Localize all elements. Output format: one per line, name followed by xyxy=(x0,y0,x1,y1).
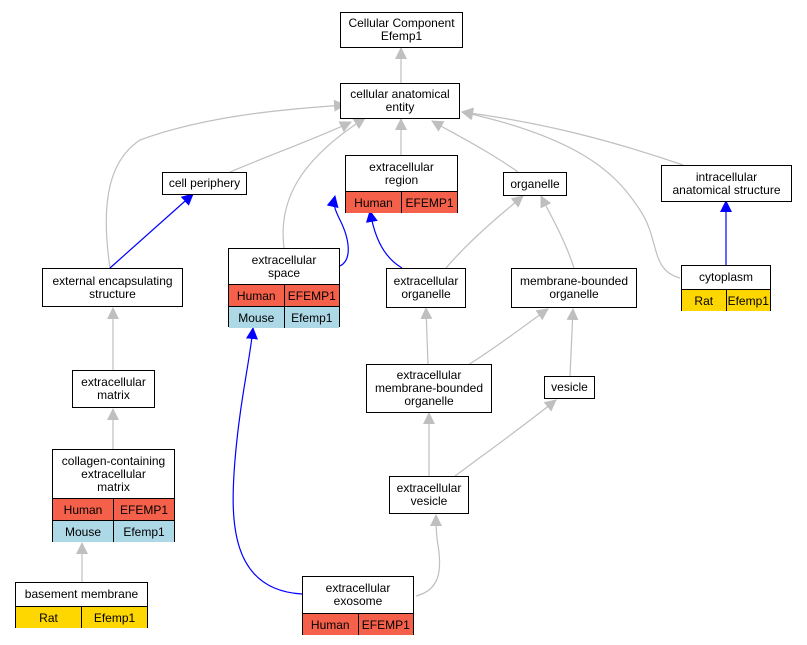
edge-cellperiphery-to-cae xyxy=(229,121,352,173)
gene-label: Efemp1 xyxy=(113,521,174,542)
species-label: Mouse xyxy=(238,310,275,325)
node-label: extracellular xyxy=(81,466,146,481)
edge-exosome-to-exspace xyxy=(232,327,303,595)
node-label: vesicle xyxy=(410,494,448,508)
node-label: extracellular xyxy=(251,252,317,267)
edge-exspace-to-cae xyxy=(282,117,366,249)
node-label: exosome xyxy=(333,594,383,608)
species-row-mouse: Mouse Efemp1 xyxy=(53,520,174,542)
species-row-rat: Rat Efemp1 xyxy=(682,289,770,311)
species-label: Human xyxy=(236,288,276,303)
edge-exvesicle-to-vesicle xyxy=(454,399,557,477)
edge-embo-to-mbo xyxy=(467,308,549,366)
species-row-rat: Rat Efemp1 xyxy=(16,606,147,628)
node-organelle[interactable]: organelle xyxy=(503,172,567,196)
gene-label: Efemp1 xyxy=(725,290,771,311)
node-label: Efemp1 xyxy=(380,29,423,43)
node-label: matrix xyxy=(97,479,130,494)
node-label: organelle xyxy=(404,394,454,408)
gene-label: EFEMP1 xyxy=(357,614,414,635)
species-label: Rat xyxy=(39,610,58,625)
node-label: basement membrane xyxy=(24,587,139,601)
node-label: external encapsulating xyxy=(52,273,173,288)
node-label: extracellular xyxy=(325,581,391,595)
species-label: Human xyxy=(63,502,103,517)
node-label: extracellular xyxy=(369,159,434,174)
node-label: organelle xyxy=(510,176,560,191)
node-cytoplasm[interactable]: cytoplasm Rat Efemp1 xyxy=(681,265,771,311)
node-label: cellular anatomical xyxy=(350,87,450,101)
edge-ees-to-cae xyxy=(105,99,346,269)
species-row-human: Human EFEMP1 xyxy=(303,613,413,635)
node-label: membrane-bounded xyxy=(519,274,629,288)
node-label: organelle xyxy=(549,287,599,301)
gene-label: EFEMP1 xyxy=(401,192,457,213)
species-label: Human xyxy=(310,617,350,632)
species-row-human: Human EFEMP1 xyxy=(53,498,174,520)
node-label: cell periphery xyxy=(168,176,241,190)
gene-label: EFEMP1 xyxy=(283,285,340,306)
node-label: membrane-bounded xyxy=(374,381,484,395)
node-label: structure xyxy=(89,286,136,301)
species-row-human: Human EFEMP1 xyxy=(229,284,339,306)
node-label: region xyxy=(384,172,419,187)
edge-vesicle-to-mbo xyxy=(566,308,579,377)
node-label: extracellular xyxy=(396,368,462,382)
node-cell-periphery[interactable]: cell periphery xyxy=(162,172,247,195)
node-label: space xyxy=(267,265,301,280)
edge-exorganelle-to-organelle xyxy=(445,195,524,269)
node-label: extracellular xyxy=(393,274,459,288)
edge-ees-to-cellperiphery xyxy=(109,193,194,269)
node-label: collagen-containing xyxy=(61,453,166,468)
species-label: Human xyxy=(354,195,393,210)
edge-cytoplasm-to-cae xyxy=(461,108,681,279)
node-label: anatomical structure xyxy=(672,182,781,197)
gene-label: EFEMP1 xyxy=(113,499,174,520)
edge-exspace-to-exregion xyxy=(326,195,349,267)
edge-intracellular-to-cae xyxy=(461,107,684,166)
node-vesicle[interactable]: vesicle xyxy=(544,376,595,399)
node-label: intracellular xyxy=(695,169,758,184)
node-label: vesicle xyxy=(551,380,588,394)
species-row-human: Human EFEMP1 xyxy=(346,191,457,213)
node-label: entity xyxy=(385,100,415,114)
node-label: organelle xyxy=(401,287,451,301)
edge-embo-to-exorganelle xyxy=(420,307,433,366)
gene-label: Efemp1 xyxy=(81,607,147,628)
edge-exosome-to-exvesicle xyxy=(415,514,443,597)
node-basement-membrane[interactable]: basement membrane Rat Efemp1 xyxy=(15,582,148,628)
edge-organelle-to-cae xyxy=(431,120,519,173)
species-label: Mouse xyxy=(64,524,102,539)
species-label: Rat xyxy=(694,293,714,308)
edge-mbo-to-organelle xyxy=(540,195,575,269)
node-label: cytoplasm xyxy=(698,270,754,284)
species-row-mouse: Mouse Efemp1 xyxy=(229,306,339,328)
gene-label: Efemp1 xyxy=(283,307,340,328)
node-label: extracellular xyxy=(396,481,462,495)
edge-exorganelle-to-exregion xyxy=(365,210,403,269)
node-label: matrix xyxy=(97,388,130,402)
node-label: extracellular xyxy=(81,375,146,389)
node-label: Cellular Component xyxy=(348,16,455,30)
